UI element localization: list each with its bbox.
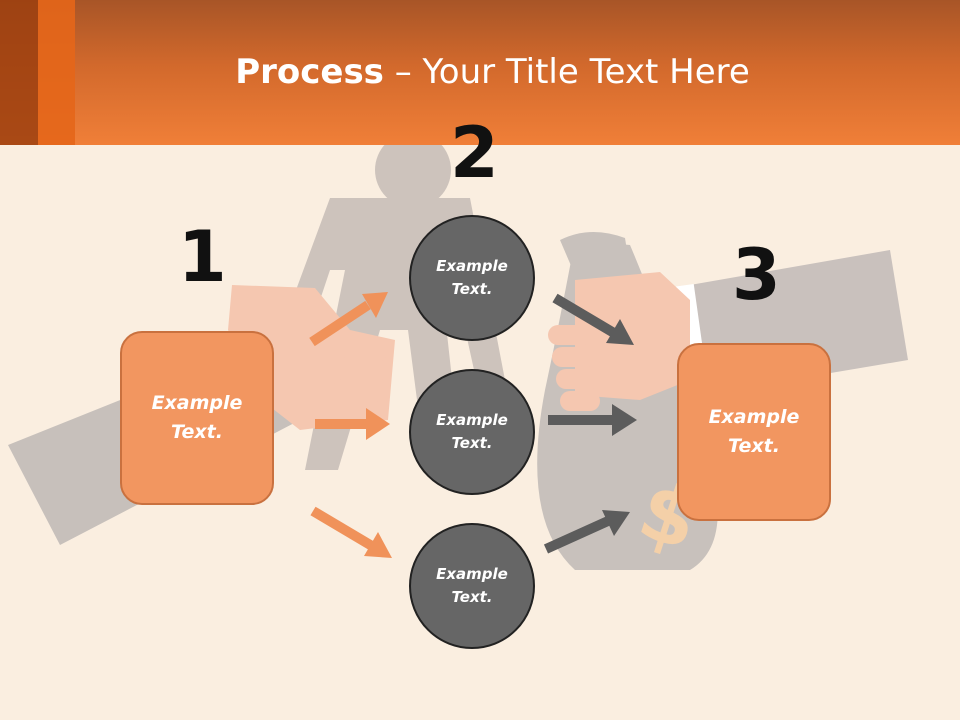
circle-text-line: Text. [451, 434, 493, 452]
box-text-line: Example [708, 406, 800, 428]
header-bar: Process – Your Title Text Here [0, 0, 960, 145]
box-text-line: Text. [171, 421, 223, 443]
header-stripe [0, 0, 38, 145]
arrow-up-icon [309, 300, 371, 347]
arrows-right [543, 293, 637, 554]
box-text-line: Example [151, 392, 243, 414]
step-number-3: 3 [732, 234, 781, 316]
circle-text-line: Text. [451, 280, 493, 298]
slide-title: Process – Your Title Text Here [0, 52, 960, 92]
circle-text-line: Text. [451, 588, 493, 606]
title-bold: Process [235, 52, 384, 92]
title-rest: – Your Title Text Here [383, 52, 750, 92]
circle-text-line: Example [436, 411, 508, 429]
circle-text-line: Example [436, 257, 508, 275]
arrow-down-right-icon [552, 293, 617, 338]
arrows-left [309, 292, 392, 558]
circle-text-line: Example [436, 565, 508, 583]
box-text-line: Text. [728, 435, 780, 457]
step-number-2: 2 [450, 112, 499, 194]
header-stripe [38, 0, 75, 145]
step-number-1: 1 [178, 216, 227, 298]
arrow-up-right-icon [543, 516, 611, 554]
arrow-down-icon [310, 506, 375, 551]
